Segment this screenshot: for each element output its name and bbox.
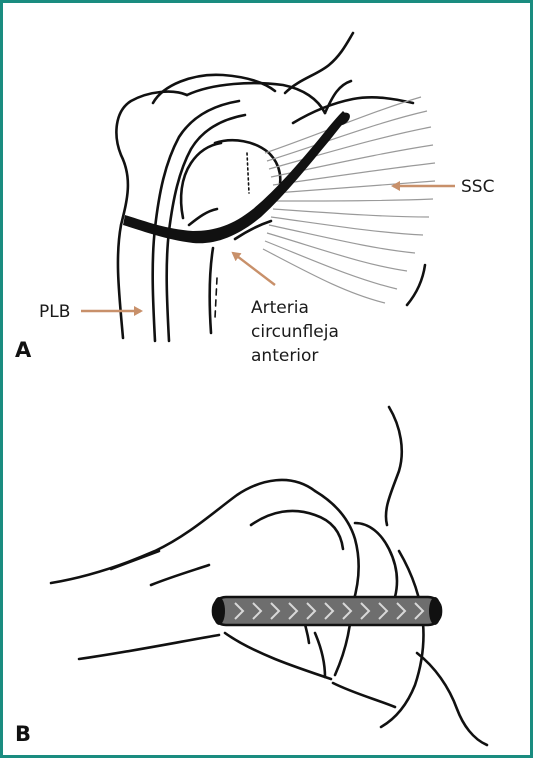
humerus-left-edge xyxy=(115,90,189,340)
arm-crease-1 xyxy=(109,549,211,587)
band-end xyxy=(336,112,350,126)
plb-tendon-inner xyxy=(165,113,247,343)
groove-ridge xyxy=(179,141,223,220)
torso-lines xyxy=(331,651,489,747)
arm-lower-contour xyxy=(77,631,333,681)
scapula-edge xyxy=(291,96,427,307)
neck-contour xyxy=(384,405,404,527)
arm-crease-2 xyxy=(249,509,345,551)
arteria-label-line3: anterior xyxy=(251,346,318,366)
humerus-head-outline xyxy=(185,81,327,115)
panel-b-drawing xyxy=(49,405,489,747)
panel-a-drawing xyxy=(115,31,436,343)
panel-a-letter: A xyxy=(15,338,32,362)
arm-upper-contour xyxy=(49,478,317,585)
circumflex-artery xyxy=(187,207,273,241)
lesser-tuberosity xyxy=(213,139,282,197)
arteria-arrow xyxy=(231,251,276,286)
shaft-dash xyxy=(214,277,218,319)
illustration-canvas: PLB SSC Arteria circunfleja anterior A xyxy=(15,31,494,747)
shoulder-right xyxy=(379,549,425,729)
arteria-label-line2: circunfleja xyxy=(251,322,339,342)
plb-label: PLB xyxy=(39,302,70,322)
humerus-shaft-right xyxy=(208,246,215,335)
black-band xyxy=(123,111,349,244)
shoulder-fold xyxy=(353,521,399,599)
panel-b-letter: B xyxy=(15,722,31,746)
plb-tendon-outer xyxy=(151,99,241,343)
ssc-label: SSC xyxy=(461,177,494,197)
arteria-label-line1: Arteria xyxy=(251,298,309,318)
ssc-fibers xyxy=(262,96,436,304)
implant-tube xyxy=(211,595,443,627)
humerus-head-inner xyxy=(151,73,277,105)
coracoid-outline xyxy=(283,31,355,115)
footprint-hatch xyxy=(246,152,250,194)
